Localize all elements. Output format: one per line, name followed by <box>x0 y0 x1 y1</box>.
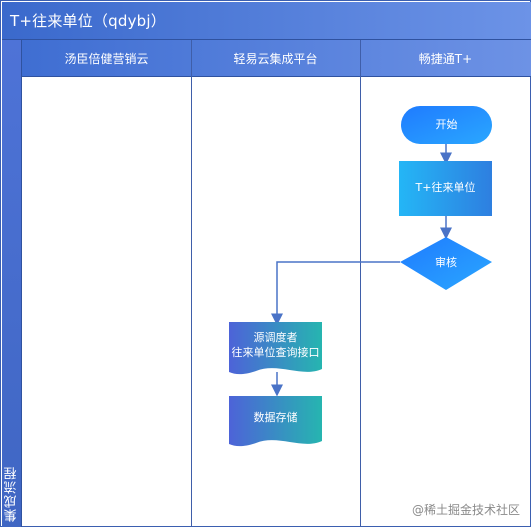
watermark: @稀土掘金技术社区 <box>411 503 520 517</box>
data-store-label: 数据存储 <box>253 411 298 425</box>
lane-header-3: 畅捷通T+ <box>360 40 531 76</box>
lane-header-label-3: 畅捷通T+ <box>418 51 473 66</box>
title-bar: T+往来单位（qdybj） <box>2 2 531 40</box>
data-store-node <box>229 396 322 447</box>
lane-header-label-2: 轻易云集成平台 <box>233 51 318 66</box>
review-node <box>400 237 492 290</box>
source-query-label: 源调度者 往来单位查询接口 <box>231 331 320 359</box>
start-node <box>401 106 492 144</box>
t-unit-node <box>399 161 492 216</box>
arrow-review-to-source <box>271 261 400 326</box>
source-query-node <box>229 322 322 375</box>
lane-header-label-1: 汤臣倍健营销云 <box>64 51 149 66</box>
lane-divider-2 <box>360 40 361 527</box>
lane-header-1: 汤臣倍健营销云 <box>22 40 191 76</box>
left-strip: 集成流程 <box>2 40 22 527</box>
t-unit-label: T+往来单位 <box>415 181 476 195</box>
lane-divider-1 <box>191 40 192 527</box>
page-title: T+往来单位（qdybj） <box>10 12 166 30</box>
lane-header-row: 汤臣倍健营销云 轻易云集成平台 畅捷通T+ <box>22 40 531 77</box>
lane-header-2: 轻易云集成平台 <box>191 40 360 76</box>
review-label: 审核 <box>435 256 457 270</box>
start-label: 开始 <box>435 117 458 131</box>
